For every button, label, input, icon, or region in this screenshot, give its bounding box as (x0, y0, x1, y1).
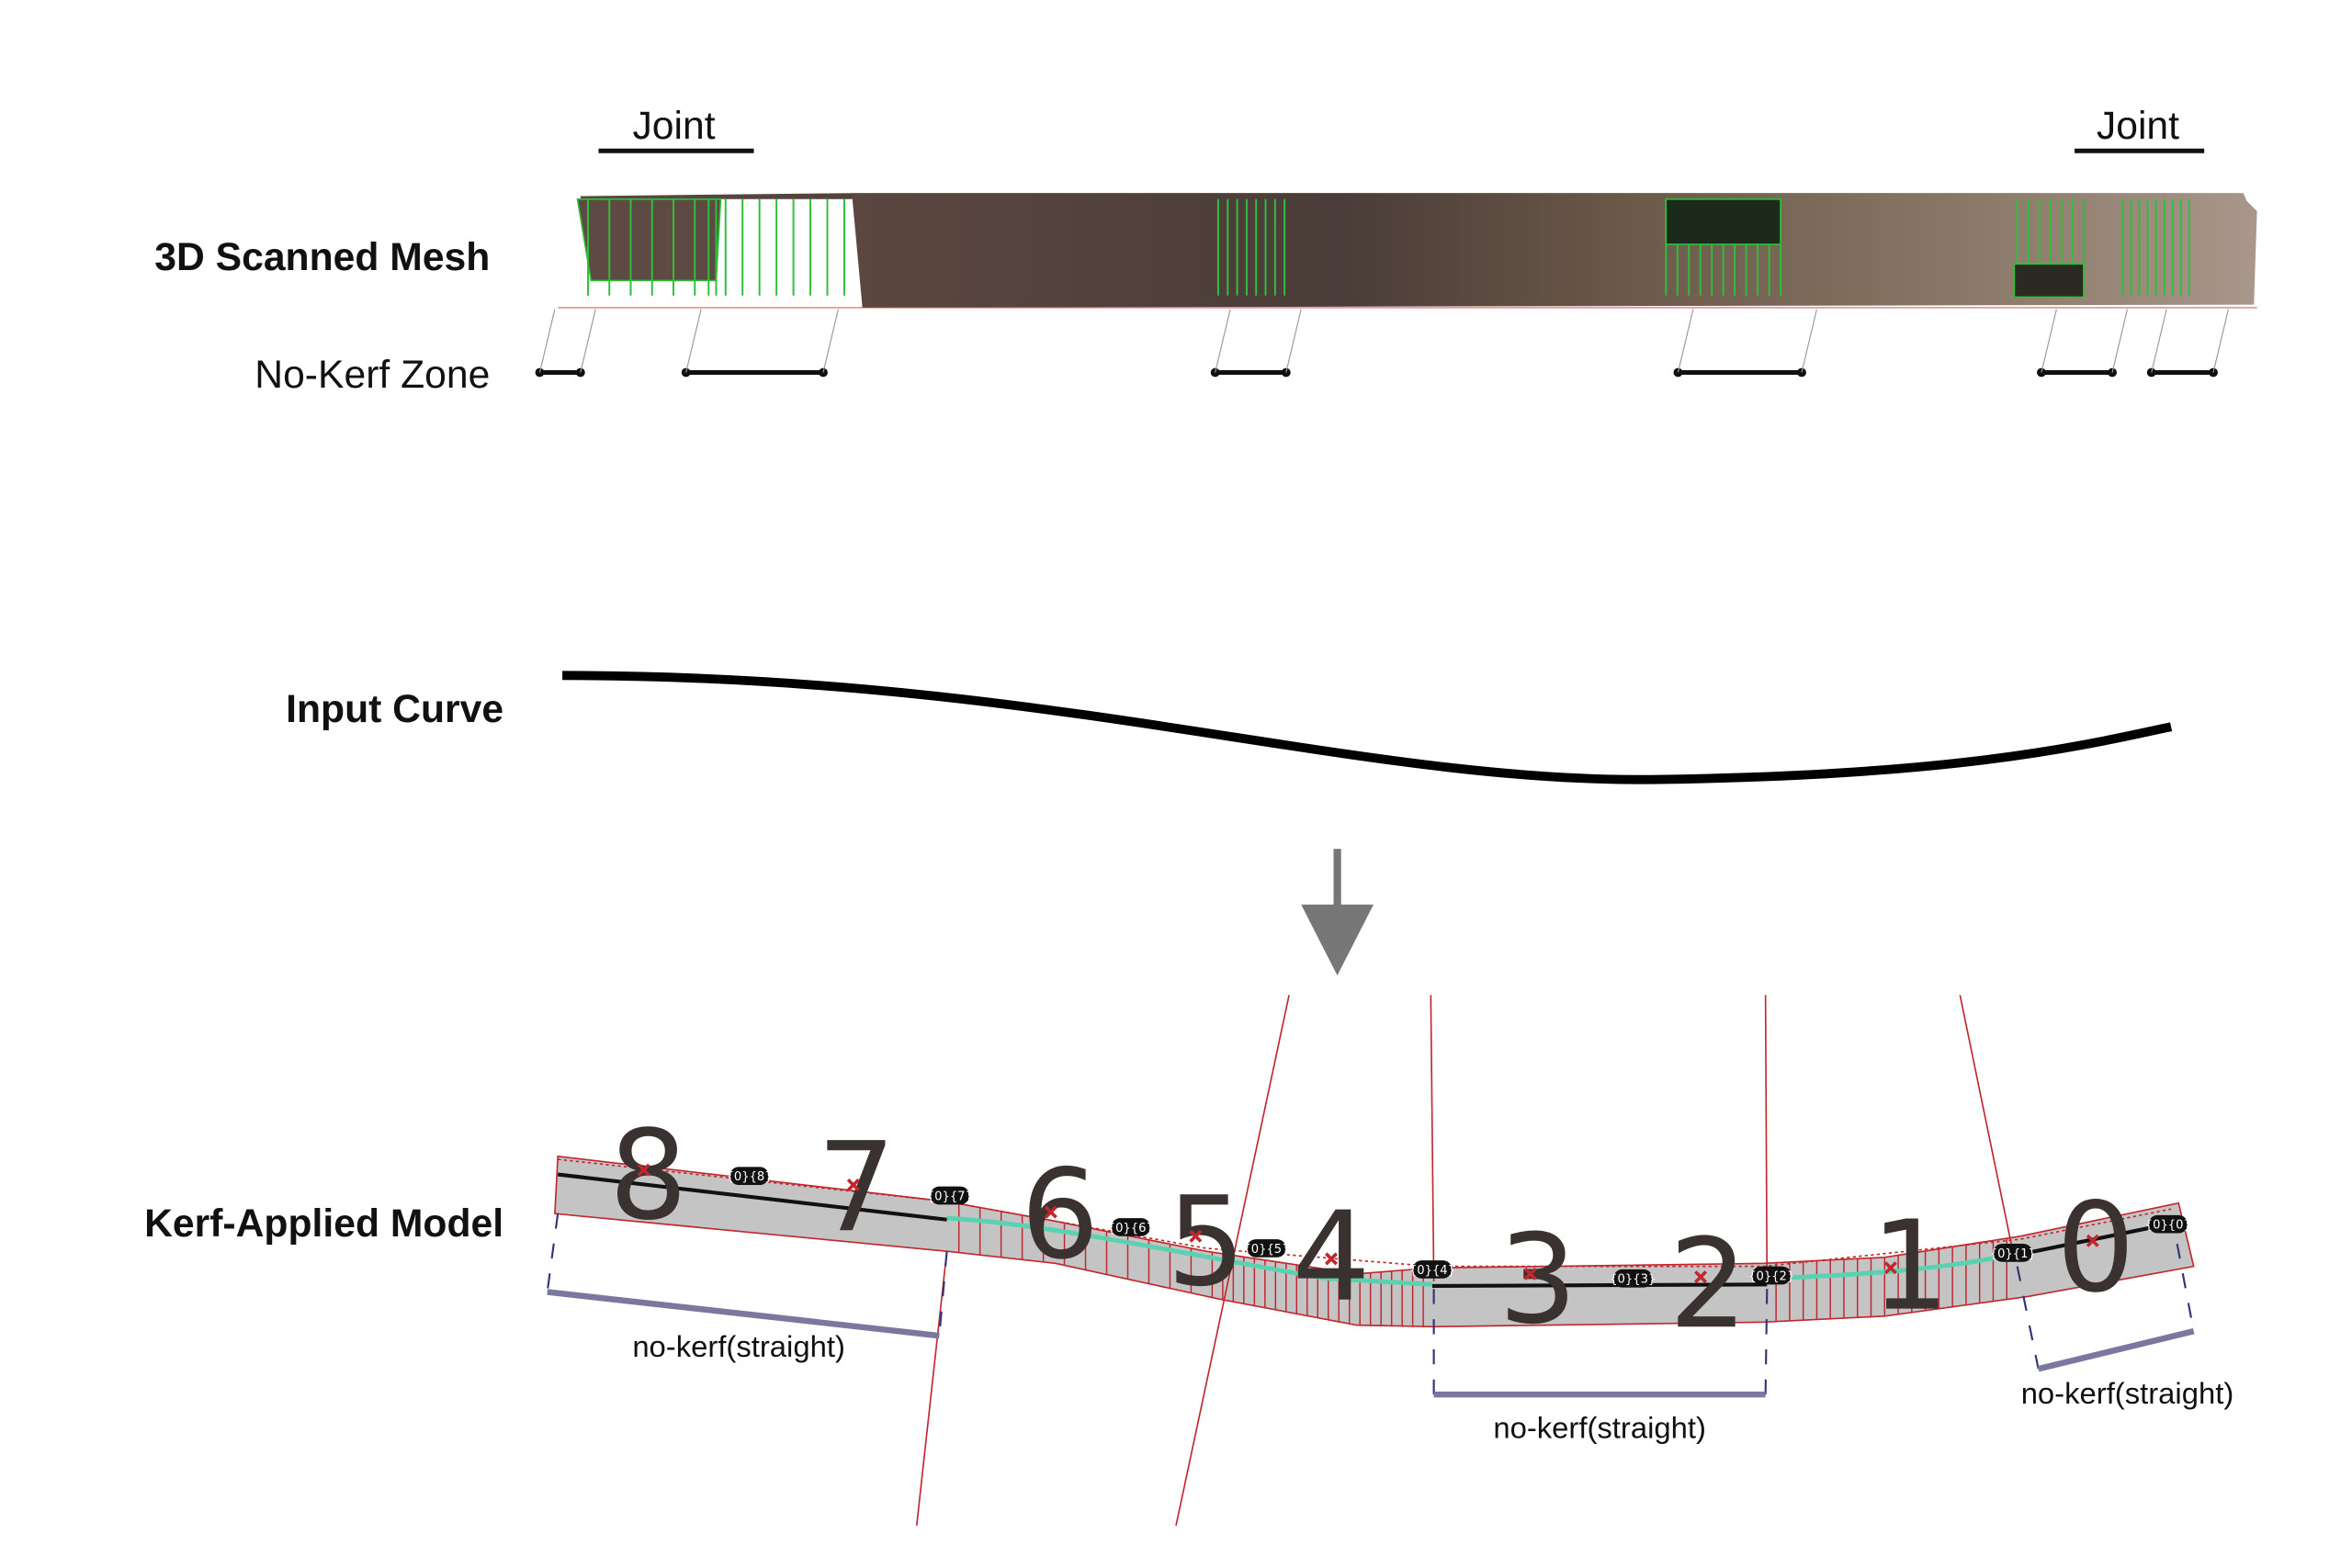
zone-boundary (546, 1213, 560, 1292)
segment-tag: {0}{2} (1748, 1266, 1794, 1285)
segment-tag: {0}{7} (927, 1186, 973, 1205)
zone-boundary (2176, 1243, 2195, 1332)
segment-tag: {0}{0} (2145, 1214, 2191, 1234)
segment-tag: {0}{6} (1108, 1218, 1154, 1236)
guide-line (1959, 995, 2014, 1252)
segment-number: 1 (1871, 1194, 1950, 1338)
input-curve (562, 671, 2173, 784)
segment-tag: {0}{1} (1990, 1244, 2036, 1262)
no-kerf-zone (1673, 309, 1817, 378)
segment-number: 5 (1167, 1169, 1246, 1314)
no-kerf-bar (547, 1289, 940, 1339)
no-kerf-zone (681, 309, 839, 378)
down-arrow-icon (1301, 849, 1374, 976)
joint-point-icon (1523, 1267, 1537, 1280)
joint-point-icon (1694, 1270, 1708, 1284)
segment-tag-label: {0}{5} (1243, 1243, 1289, 1257)
segment-tag: {0}{8} (727, 1167, 773, 1186)
segment-tag-label: {0}{2} (1748, 1269, 1794, 1283)
no-kerf-zone (2146, 309, 2229, 378)
segment-tag-label: {0}{6} (1108, 1222, 1154, 1235)
joint-point-icon (2086, 1234, 2099, 1247)
joint-point-icon (1325, 1252, 1339, 1266)
joint-point-icon (1044, 1205, 1057, 1219)
no-kerf-zone (1210, 309, 1302, 378)
segment-tag: {0}{4} (1409, 1260, 1455, 1279)
segment-tag-label: {0}{0} (2145, 1219, 2191, 1233)
segment-tag-label: {0}{8} (727, 1170, 773, 1184)
segment-tag-label: {0}{1} (1990, 1247, 2036, 1261)
guide-line (915, 1251, 948, 1526)
segment-number: 6 (1021, 1143, 1100, 1287)
segment-tag: {0}{5} (1243, 1239, 1289, 1258)
joint-point-icon (1189, 1229, 1203, 1243)
no-kerf-label: no-kerf(straight) (632, 1329, 845, 1363)
kerf-model-label: Kerf-Applied Model (144, 1201, 503, 1246)
joint-label-right: Joint (2097, 104, 2179, 148)
no-kerf-zone-label: No-Kerf Zone (254, 353, 490, 397)
no-kerf-zone (535, 309, 596, 378)
segment-tag-label: {0}{3} (1610, 1273, 1656, 1287)
segment-number: 3 (1498, 1207, 1577, 1351)
zone-boundary (938, 1251, 948, 1337)
guide-line (1764, 995, 1769, 1282)
joint-point-icon (637, 1163, 650, 1177)
no-kerf-label: no-kerf(straight) (2021, 1376, 2234, 1410)
joint-point-icon (846, 1178, 860, 1192)
scanned-mesh (558, 193, 2257, 309)
no-kerf-bar (2037, 1328, 2195, 1372)
segment-tag-label: {0}{7} (927, 1190, 973, 1203)
joint-label-left: Joint (632, 104, 715, 148)
segment-number: 2 (1668, 1212, 1747, 1356)
no-kerf-zone-bars (535, 309, 2229, 378)
no-kerf-zone (2037, 309, 2129, 378)
input-curve-label: Input Curve (286, 687, 503, 731)
segment-number: 0 (2056, 1176, 2135, 1320)
segment-tag-label: {0}{4} (1409, 1264, 1455, 1278)
segment-tag: {0}{3} (1610, 1269, 1656, 1288)
joint-point-icon (1883, 1261, 1897, 1275)
scanned-mesh-label: 3D Scanned Mesh (154, 235, 490, 279)
no-kerf-label: no-kerf(straight) (1493, 1411, 1706, 1445)
guide-line (1175, 995, 1290, 1527)
guide-line (1430, 995, 1435, 1282)
